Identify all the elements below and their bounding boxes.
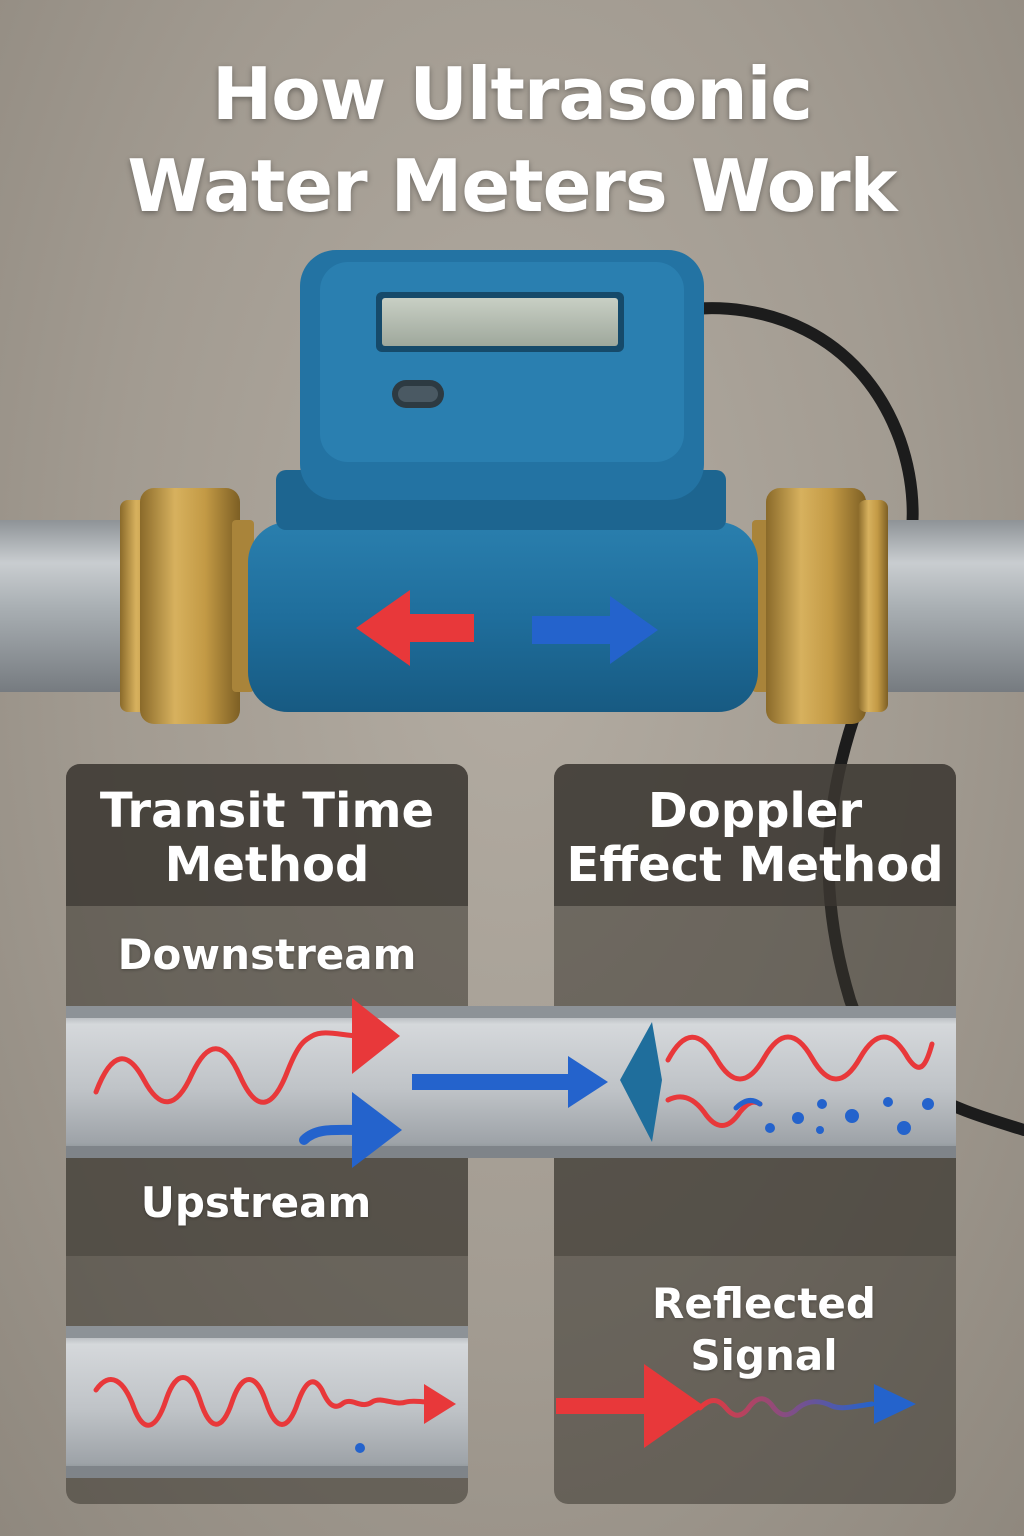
- doppler-title: Doppler Effect Method: [554, 784, 956, 892]
- left-brass-coupling: [120, 488, 254, 724]
- transit-title-line-1: Transit Time: [99, 783, 435, 839]
- transit-time-title: Transit Time Method: [66, 784, 468, 892]
- title-line-1: How Ultrasonic: [212, 52, 813, 136]
- reflected-label-line-1: Reflected: [652, 1279, 876, 1328]
- transit-title-line-2: Method: [164, 837, 370, 893]
- upstream-band: [66, 1156, 468, 1256]
- reflected-label-line-2: Signal: [690, 1331, 838, 1380]
- downstream-label: Downstream: [117, 930, 417, 979]
- page-title: How Ultrasonic Water Meters Work: [0, 48, 1024, 232]
- doppler-middle-band: [554, 1156, 956, 1256]
- transit-time-header: Transit Time Method: [66, 764, 468, 906]
- upstream-label: Upstream: [140, 1178, 372, 1227]
- doppler-panel: Doppler Effect Method Reflected Signal: [554, 764, 956, 1504]
- transit-time-panel: Transit Time Method Downstream Upstream: [66, 764, 468, 1504]
- doppler-title-line-2: Effect Method: [566, 837, 944, 893]
- meter-blue-arrow: [532, 596, 658, 664]
- meter-pipe-body: [248, 522, 758, 712]
- right-brass-coupling: [752, 488, 888, 724]
- meter-red-arrow: [356, 590, 474, 666]
- reflected-signal-label: Reflected Signal: [554, 1278, 956, 1382]
- doppler-title-line-1: Doppler: [647, 783, 863, 839]
- title-line-2: Water Meters Work: [127, 144, 897, 228]
- doppler-header: Doppler Effect Method: [554, 764, 956, 906]
